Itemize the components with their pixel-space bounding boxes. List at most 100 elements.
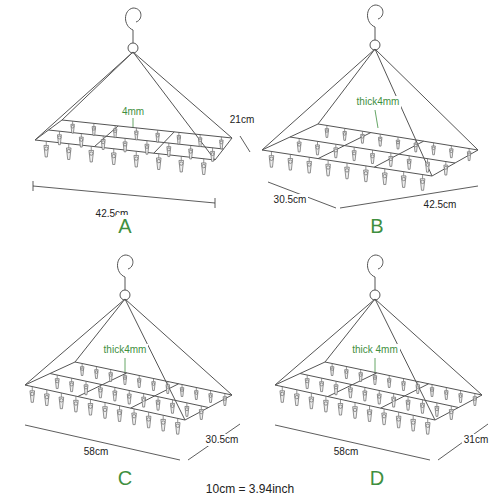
clothes-peg xyxy=(343,132,347,141)
clothes-peg xyxy=(325,129,329,138)
clothes-peg xyxy=(432,146,436,155)
clip-spring xyxy=(212,148,213,152)
clothes-peg xyxy=(166,385,170,394)
clothes-peg xyxy=(430,388,434,397)
clip-spring xyxy=(325,396,326,400)
clothes-peg xyxy=(269,156,274,168)
clip-spring xyxy=(153,379,154,382)
clip-spring xyxy=(90,399,91,403)
clothes-peg xyxy=(396,416,401,428)
peg-spring xyxy=(468,153,471,156)
clothes-peg xyxy=(305,379,309,389)
clothes-peg xyxy=(280,391,285,403)
clothes-peg xyxy=(57,135,61,145)
clip-spring xyxy=(68,144,69,148)
peg-spring xyxy=(326,130,329,133)
peg-spring xyxy=(298,143,301,146)
support-wire xyxy=(25,299,125,385)
clip-spring xyxy=(282,387,283,391)
peg-spring xyxy=(389,158,392,161)
clip-spring xyxy=(355,403,356,407)
clip-spring xyxy=(451,146,452,149)
clip-spring xyxy=(57,375,58,379)
clip-spring xyxy=(177,418,178,422)
support-wire xyxy=(35,52,133,140)
clip-spring xyxy=(129,391,130,395)
clothes-peg xyxy=(389,156,393,166)
peg-spring xyxy=(95,371,98,374)
clothes-peg xyxy=(223,397,227,406)
clip-spring xyxy=(136,151,137,155)
peg-spring xyxy=(56,380,59,383)
support-wire xyxy=(318,49,375,124)
clothes-peg xyxy=(295,394,300,406)
clothes-peg xyxy=(352,151,356,161)
frame xyxy=(25,362,232,420)
peg-spring xyxy=(135,132,138,135)
ring xyxy=(370,290,380,300)
peg-spring xyxy=(200,411,203,414)
clip-spring xyxy=(446,388,447,391)
clothes-peg xyxy=(353,407,358,419)
frame xyxy=(262,124,478,176)
dimension-label: 21cm xyxy=(228,114,256,126)
peg-spring xyxy=(281,392,284,395)
peg-spring xyxy=(145,146,148,149)
clip-spring xyxy=(186,403,187,407)
variant-letter: B xyxy=(368,215,385,238)
dimension-label: 58cm xyxy=(332,446,360,458)
clothes-peg xyxy=(179,160,184,172)
peg-spring xyxy=(339,405,342,408)
clip-spring xyxy=(344,128,345,131)
clip-spring xyxy=(296,390,297,394)
ring xyxy=(120,290,130,300)
clip-spring xyxy=(326,125,327,128)
peg-spring xyxy=(67,149,70,152)
clip-spring xyxy=(114,387,115,391)
peg-spring xyxy=(99,389,102,392)
peg-spring xyxy=(408,161,411,164)
clip-spring xyxy=(384,169,385,173)
peg-spring xyxy=(157,159,160,162)
peg-spring xyxy=(374,377,377,380)
support-wire xyxy=(375,299,435,420)
clip-spring xyxy=(340,399,341,403)
peg-spring xyxy=(209,395,212,398)
clothes-peg xyxy=(134,155,139,167)
peg-spring xyxy=(349,389,352,392)
support-wire xyxy=(275,299,375,385)
clothes-peg xyxy=(70,382,74,392)
clip-spring xyxy=(433,143,434,146)
clothes-peg xyxy=(89,150,94,162)
clip-spring xyxy=(335,144,336,148)
clothes-peg xyxy=(84,385,88,395)
peg-spring xyxy=(220,141,223,144)
clothes-peg xyxy=(309,397,314,409)
clip-spring xyxy=(136,128,137,131)
peg-spring xyxy=(353,152,356,155)
peg-spring xyxy=(31,392,34,395)
clip-spring xyxy=(210,391,211,394)
clip-spring xyxy=(143,394,144,398)
peg-spring xyxy=(142,398,145,401)
hanger xyxy=(25,255,232,420)
clip-spring xyxy=(422,175,423,179)
clip-spring xyxy=(409,156,410,160)
peg-spring xyxy=(45,395,48,398)
clip-spring xyxy=(82,364,83,367)
clothes-peg xyxy=(156,133,160,142)
peg-spring xyxy=(113,392,116,395)
clothes-peg xyxy=(345,167,350,179)
clip-spring xyxy=(389,376,390,379)
clip-spring xyxy=(181,156,182,160)
clothes-peg xyxy=(98,388,102,398)
peg-spring xyxy=(371,155,374,158)
peg-spring xyxy=(379,138,382,141)
clothes-peg xyxy=(109,373,113,382)
peg-spring xyxy=(345,371,348,374)
clothes-peg xyxy=(189,149,193,159)
dimension-label: 10cm = 3.94inch xyxy=(204,483,296,497)
clothes-peg xyxy=(373,376,377,385)
clothes-peg xyxy=(324,400,329,412)
clip-spring xyxy=(432,385,433,388)
